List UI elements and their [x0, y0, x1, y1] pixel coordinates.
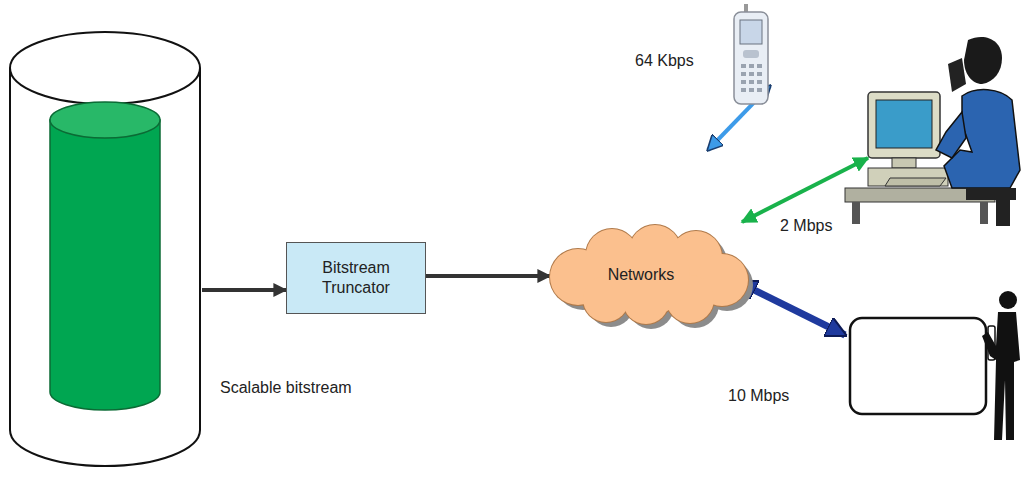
node-label: Bitstream Truncator — [308, 258, 404, 298]
inner-cylinder-body — [50, 120, 160, 410]
flow-arrow — [202, 288, 286, 292]
cylinder-body — [10, 68, 200, 466]
storage-cylinder: Scalable bitstream — [8, 30, 202, 470]
storage-caption: Scalable bitstream — [220, 378, 352, 398]
node-label: Networks — [608, 265, 675, 285]
cylinder-top — [10, 32, 200, 104]
inner-cylinder-top — [50, 102, 160, 138]
cylinder-shape — [8, 30, 202, 470]
whiteboard-presenter — [850, 291, 1020, 440]
flow-arrow — [426, 274, 550, 278]
process-box: Bitstream Truncator — [286, 242, 426, 314]
cloud-fill — [550, 225, 748, 324]
bitrate-label: 10 Mbps — [728, 387, 789, 405]
bitrate-label: 2 Mbps — [780, 217, 832, 235]
bitrate-label: 64 Kbps — [635, 52, 694, 70]
desktop-user — [845, 37, 1020, 226]
network-cloud: Networks — [550, 225, 750, 325]
mobile-phone — [734, 4, 768, 104]
link-arrow-board — [738, 282, 845, 335]
cloud-lobe — [610, 235, 690, 315]
cloud-outline — [549, 224, 749, 325]
